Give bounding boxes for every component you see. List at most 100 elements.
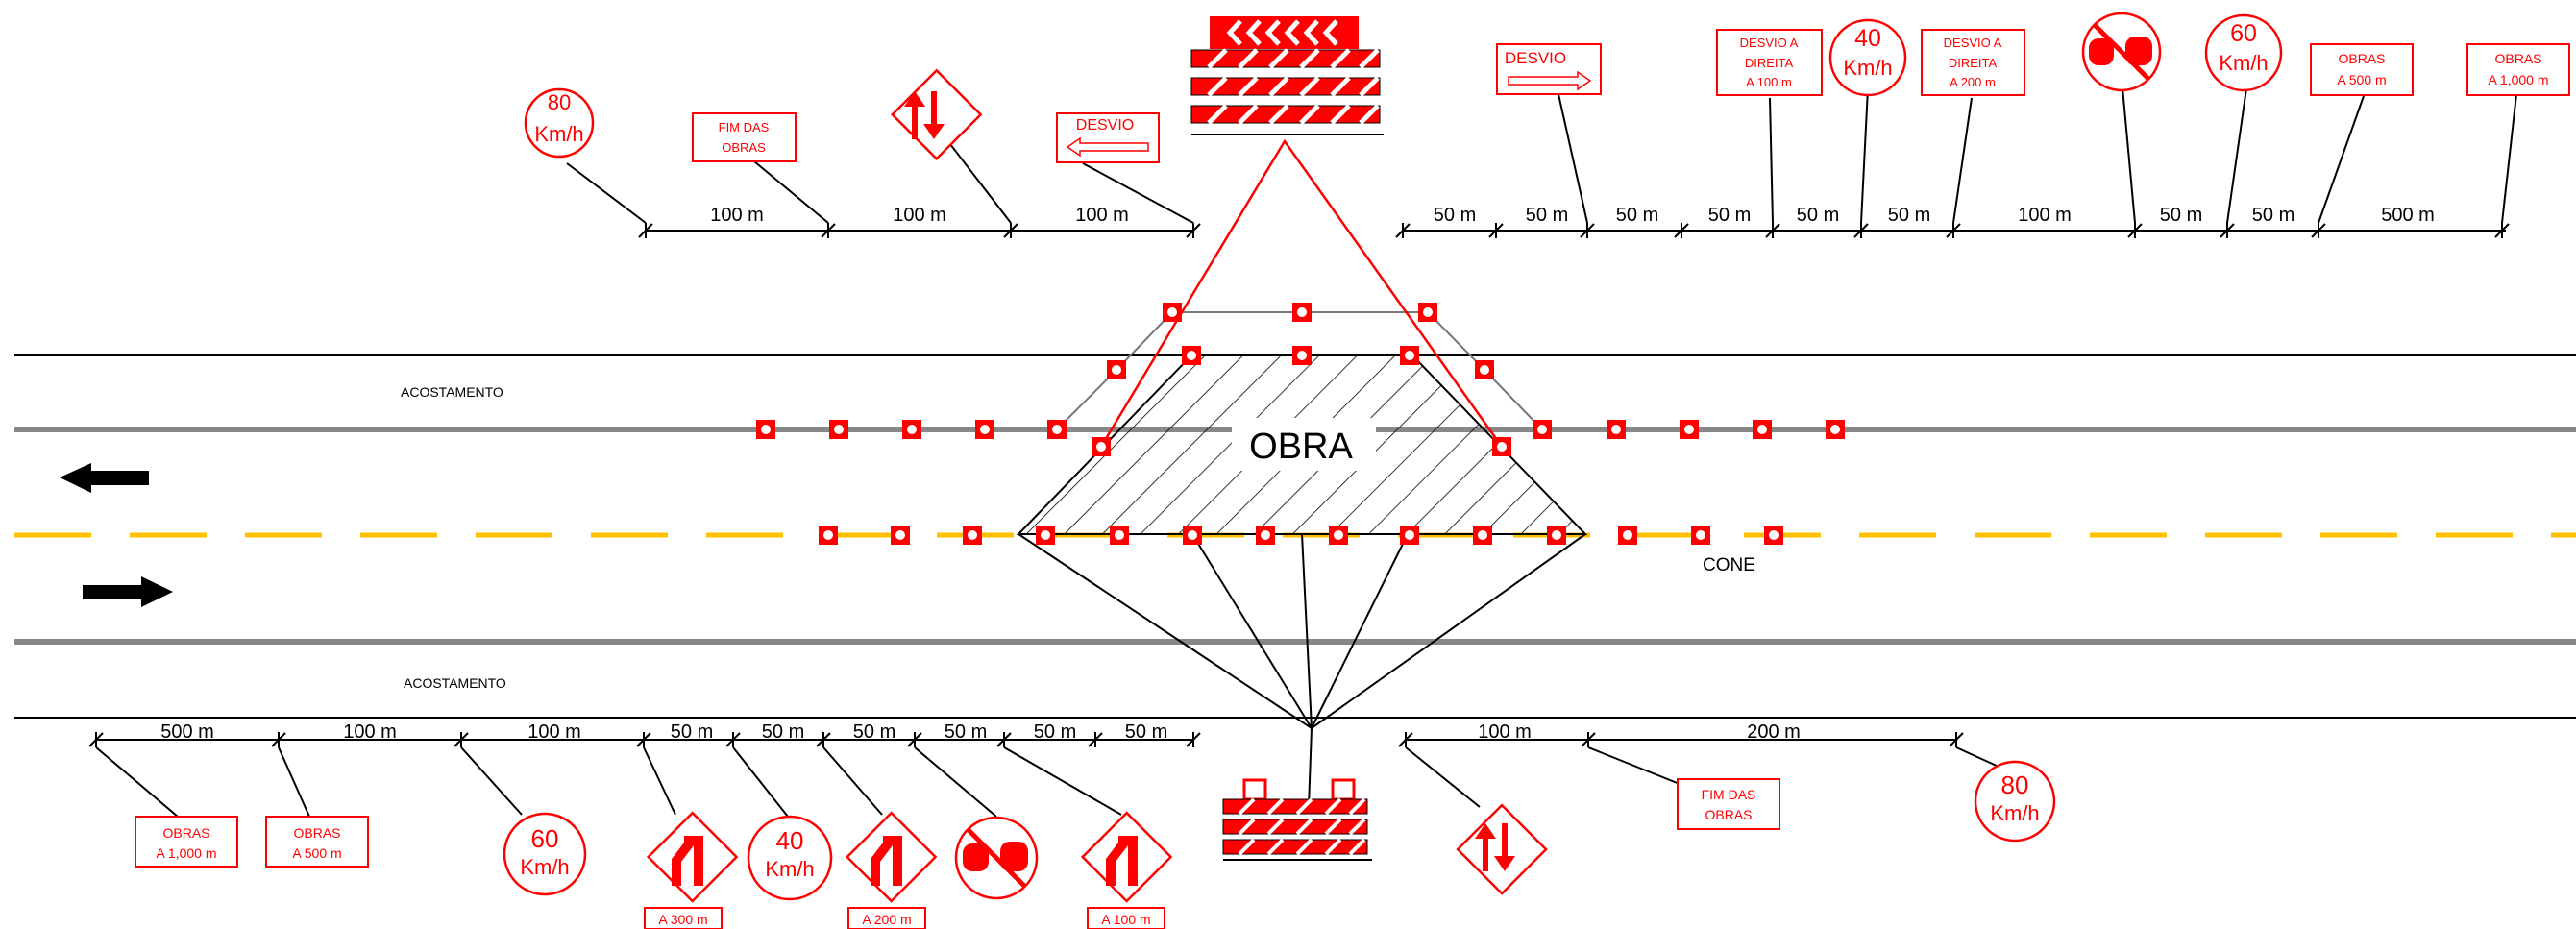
traffic-cone-center [1623,530,1632,540]
svg-text:60: 60 [2230,20,2257,47]
works-1000m-sign-top: OBRAS A 1,000 m [2466,43,2570,96]
shoulder-label-bottom: ACOSTAMENTO [404,675,506,691]
dist-label: 50 m [1616,205,1658,226]
traffic-cone-center [1188,530,1197,540]
traffic-cone-center [1096,442,1106,452]
traffic-cone-center [1041,530,1050,540]
traffic-cone-center [1112,365,1121,375]
svg-text:DIREITA: DIREITA [1949,56,1998,70]
traffic-cone-center [1478,530,1487,540]
dist-label: 50 m [1034,721,1076,743]
dist-label: 50 m [762,721,804,743]
traffic-cone-center [1052,425,1062,434]
traffic-cone-center [1167,307,1177,317]
svg-text:80: 80 [2001,770,2029,799]
traffic-cone-center [895,530,905,540]
lane-narrowing-200m-sign: A 200 m [845,811,938,929]
svg-text:FIM DAS: FIM DAS [1702,787,1756,802]
work-zone: OBRA [1016,138,1588,808]
traffic-cone-center [1297,351,1307,360]
dist-label: 50 m [1526,205,1568,226]
svg-text:OBRAS: OBRAS [2494,51,2541,66]
traffic-cone-center [980,425,990,434]
svg-text:OBRAS: OBRAS [162,825,209,841]
svg-text:A 500 m: A 500 m [292,845,341,861]
speed-40-sign-top: 40 Km/h [1828,18,1907,97]
svg-text:A 100 m: A 100 m [1101,912,1150,927]
arrow-left-icon [60,463,149,493]
svg-text:A 1,000 m: A 1,000 m [156,845,216,861]
traffic-cone-center [1769,530,1779,540]
dist-label: 50 m [1434,205,1476,226]
dist-label: 100 m [893,205,946,226]
svg-text:Km/h: Km/h [2219,51,2268,75]
dist-label: 50 m [1797,205,1839,226]
end-works-sign-top: FIM DAS OBRAS [692,112,797,162]
traffic-cone-center [1684,425,1694,434]
barrier-bottom [1222,778,1372,861]
traffic-cone-center [1480,365,1489,375]
traffic-cone-center [1405,351,1414,360]
works-500m-sign-top: OBRAS A 500 m [2310,43,2414,96]
svg-text:DESVIO: DESVIO [1076,117,1134,134]
traffic-cone-center [968,530,977,540]
barrier-top [1190,16,1384,135]
works-1000m-sign-bottom: OBRAS A 1,000 m [135,816,238,868]
svg-text:A 100 m: A 100 m [1746,75,1792,89]
svg-text:Km/h: Km/h [1843,56,1892,80]
svg-text:A 500 m: A 500 m [2337,72,2386,87]
arrow-right-icon [1508,70,1592,91]
dist-label: 100 m [1478,721,1532,743]
barrier-leader-lines [1191,533,1409,808]
traffic-cone-center [761,425,771,434]
svg-text:A 300 m: A 300 m [658,912,707,927]
dist-label: 100 m [710,205,764,226]
traffic-cone-center [1552,530,1561,540]
svg-text:DESVIO A: DESVIO A [1740,36,1799,50]
svg-text:A 200 m: A 200 m [862,912,911,927]
svg-text:OBRAS: OBRAS [722,140,766,155]
traffic-cone-center [834,425,844,434]
dist-label: 100 m [343,721,397,743]
traffic-cone-center [823,530,833,540]
work-zone-label: OBRA [1249,427,1353,467]
traffic-cone-center [1757,425,1767,434]
svg-text:DIREITA: DIREITA [1745,56,1794,70]
dist-label: 50 m [1888,205,1930,226]
svg-text:OBRAS: OBRAS [293,825,340,841]
svg-text:Km/h: Km/h [1990,801,2039,825]
traffic-cone-center [1537,425,1547,434]
speed-60-sign-bottom: 60 Km/h [503,812,587,896]
dist-label: 500 m [160,721,214,743]
speed-80-sign-bottom: 80 Km/h [1974,760,2056,843]
dist-label: 50 m [1125,721,1167,743]
svg-text:60: 60 [531,824,559,853]
dist-label: 50 m [671,721,713,743]
barrier-fan [1018,533,1586,730]
dist-label: 50 m [945,721,987,743]
no-overtaking-sign-bottom [954,816,1039,900]
svg-text:40: 40 [1854,25,1881,52]
dist-label: 50 m [853,721,895,743]
two-way-traffic-sign-top [890,68,983,161]
svg-text:80: 80 [548,90,571,114]
detour-right-sign: DESVIO [1496,43,1602,95]
traffic-cone-center [1423,307,1433,317]
traffic-cone-center [1405,530,1414,540]
traffic-cone-center [1261,530,1270,540]
traffic-cone-center [1187,351,1196,360]
speed-60-sign-top: 60 Km/h [2204,13,2283,92]
end-works-sign-bottom: FIM DAS OBRAS [1677,778,1780,830]
cone-label: CONE [1703,555,1755,575]
speed-80-sign-top: 80 Km/h [524,87,595,159]
traffic-cone-center [1497,442,1507,452]
dist-label: 100 m [1075,205,1129,226]
svg-text:A 200 m: A 200 m [1950,75,1996,89]
arrow-left-icon [1066,136,1149,158]
works-500m-sign-bottom: OBRAS A 500 m [265,816,369,868]
no-overtaking-sign-top [2081,12,2162,92]
svg-text:Km/h: Km/h [765,857,814,881]
speed-40-sign-bottom: 40 Km/h [747,815,833,901]
svg-text:DESVIO A: DESVIO A [1944,36,2002,50]
svg-text:OBRAS: OBRAS [2338,51,2385,66]
